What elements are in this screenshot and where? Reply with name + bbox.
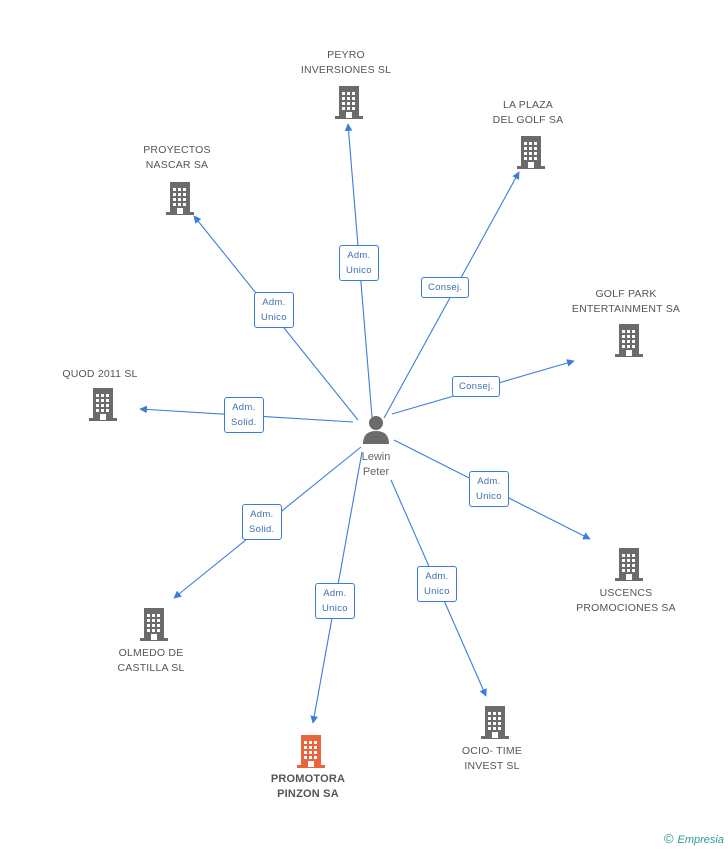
company-label-ocio[interactable]: OCIO- TIME INVEST SL (461, 745, 523, 772)
relation-badge-peyro: Adm. Unico (339, 245, 379, 281)
relation-badge-ocio: Adm. Unico (417, 566, 457, 602)
relation-badge-uscencs: Adm. Unico (469, 471, 509, 507)
relation-badge-promotora: Adm. Unico (315, 583, 355, 619)
relation-badge-golfpark: Consej. (452, 375, 501, 397)
building-icon[interactable] (296, 733, 326, 769)
building-icon[interactable] (139, 606, 169, 642)
brand-watermark: ©Empresia (663, 831, 724, 846)
company-label-quod[interactable]: QUOD 2011 SL (62, 368, 138, 380)
company-label-uscencs[interactable]: USCENCS PROMOCIONES SA (576, 587, 676, 614)
company-label-golfpark[interactable]: GOLF PARK ENTERTAINMENT SA (571, 288, 681, 315)
person-icon[interactable] (361, 414, 391, 444)
building-icon[interactable] (614, 546, 644, 582)
relation-badge-laplaza: Consej. (421, 276, 470, 298)
relation-badge-olmedo: Adm. Solid. (242, 504, 282, 540)
company-label-promotora[interactable]: PROMOTORA PINZON SA (270, 773, 346, 800)
relation-badge-proyectos: Adm. Unico (254, 292, 294, 328)
company-label-peyro[interactable]: PEYRO INVERSIONES SL (300, 49, 392, 76)
building-icon[interactable] (334, 84, 364, 120)
relation-badge-quod: Adm. Solid. (224, 397, 264, 433)
building-icon[interactable] (88, 386, 118, 422)
company-label-proyectos[interactable]: PROYECTOS NASCAR SA (143, 144, 211, 171)
building-icon[interactable] (165, 180, 195, 216)
building-icon[interactable] (614, 322, 644, 358)
company-label-laplaza[interactable]: LA PLAZA DEL GOLF SA (492, 99, 564, 126)
building-icon[interactable] (480, 704, 510, 740)
building-icon[interactable] (516, 134, 546, 170)
person-name[interactable]: Lewin Peter (361, 451, 391, 478)
company-label-olmedo[interactable]: OLMEDO DE CASTILLA SL (117, 647, 185, 674)
